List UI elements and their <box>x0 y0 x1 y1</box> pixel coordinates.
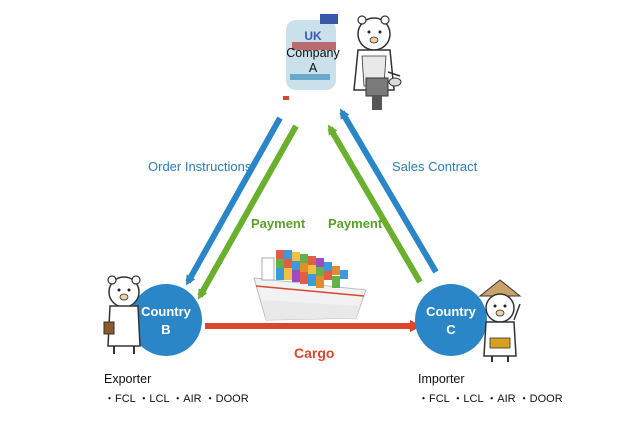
country-b-line1: Country <box>141 304 192 319</box>
company-a-line1: UK <box>304 29 322 43</box>
country-c-line1: Country <box>426 304 477 319</box>
order-instructions-arrow <box>185 116 283 286</box>
bear-farmer-icon <box>353 15 402 110</box>
company-a-line3: A <box>309 61 318 75</box>
country-c-circle <box>415 284 487 356</box>
country-c-line2: C <box>446 322 456 337</box>
country-b-modes: ・FCL ・LCL ・AIR ・DOOR <box>104 393 249 405</box>
country-c-role: Importer <box>418 372 465 386</box>
uk-flag-icon <box>286 20 336 90</box>
cargo-label: Cargo <box>294 345 334 361</box>
bear-businessman-icon <box>103 275 141 354</box>
bear-traveler-icon <box>478 279 522 362</box>
country-b-circle <box>130 284 202 356</box>
country-b-line2: B <box>161 322 170 337</box>
order-instructions-label: Order Instructions <box>148 159 252 174</box>
company-a-node: UK Company A <box>283 14 402 110</box>
payment-arrow-left <box>197 124 299 300</box>
company-a-line2: Company <box>286 46 340 60</box>
payment-label-right: Payment <box>328 216 383 231</box>
container-ship-icon <box>253 250 367 321</box>
sales-contract-arrow <box>339 108 439 274</box>
payment-arrow-right <box>327 124 423 284</box>
country-c-node: Country C Importer ・FCL ・LCL ・AIR ・DOOR <box>415 279 563 405</box>
country-c-modes: ・FCL ・LCL ・AIR ・DOOR <box>418 393 563 405</box>
country-b-node: Country B Exporter ・FCL ・LCL ・AIR ・DOOR <box>103 275 249 405</box>
sales-contract-label: Sales Contract <box>392 159 478 174</box>
country-b-role: Exporter <box>104 372 151 386</box>
payment-label-left: Payment <box>251 216 306 231</box>
